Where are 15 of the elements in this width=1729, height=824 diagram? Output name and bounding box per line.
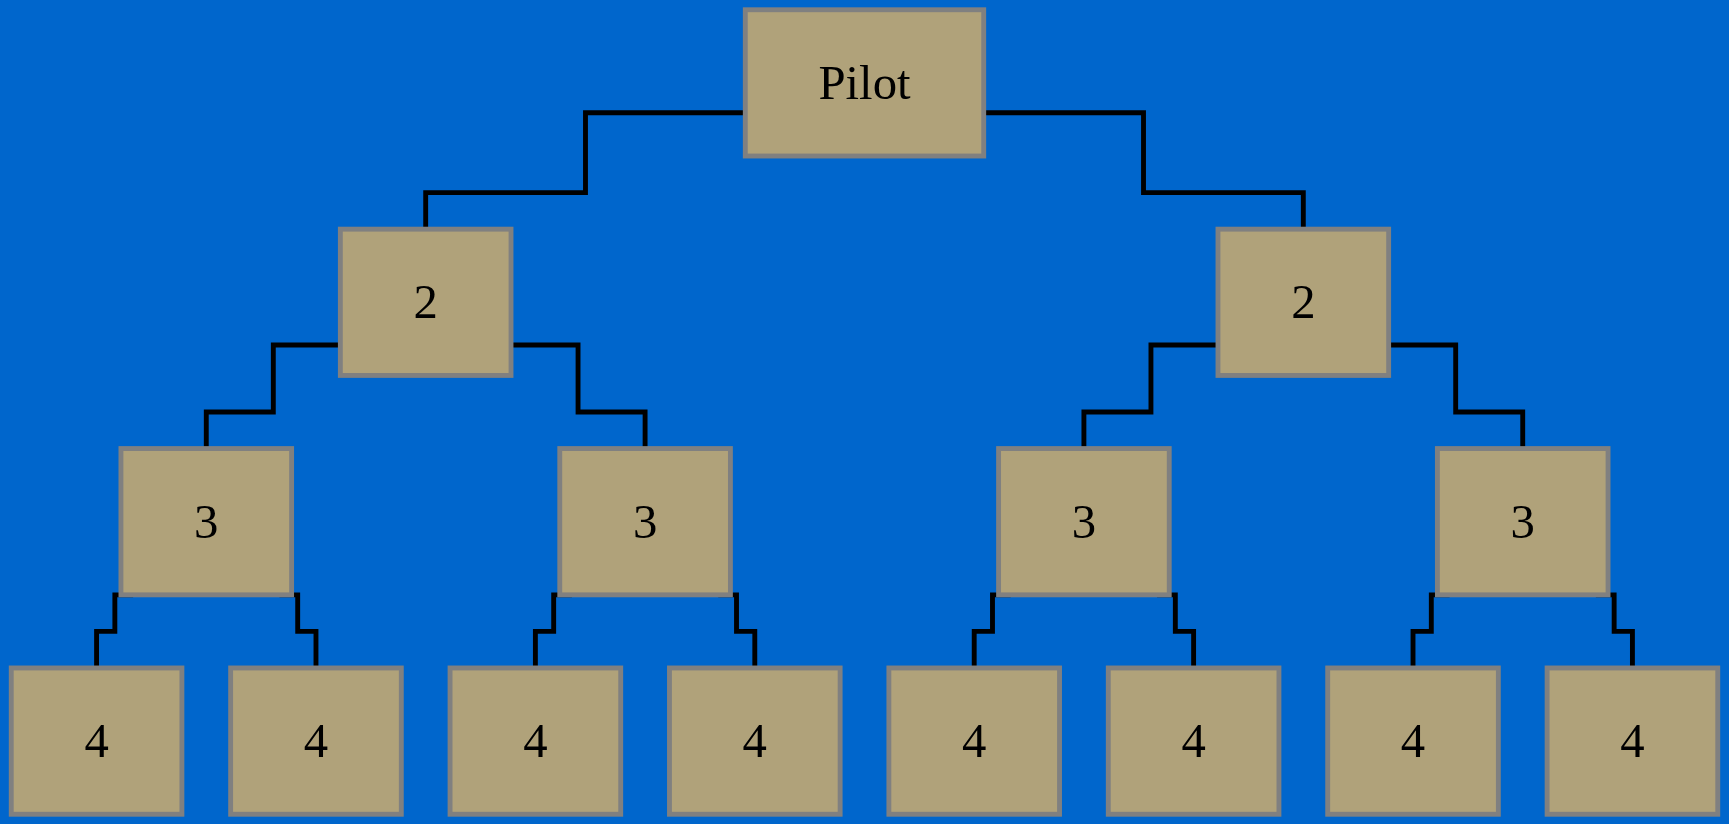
node-box: 4	[1325, 665, 1501, 817]
node-box: 3	[118, 446, 295, 598]
node-box: 4	[8, 665, 185, 817]
node-box: 4	[886, 665, 1062, 817]
node-box: 4	[228, 665, 404, 817]
node-box: 4	[667, 665, 843, 817]
node-box: 2	[337, 226, 514, 378]
node-box: 3	[557, 446, 733, 598]
node-box: 3	[996, 446, 1172, 598]
node-box: Pilot	[742, 7, 987, 159]
node-box: 3	[1434, 446, 1611, 598]
node-box: 4	[447, 665, 624, 817]
node-box: 2	[1215, 226, 1392, 378]
node-box: 4	[1544, 665, 1721, 817]
node-box: 4	[1105, 665, 1282, 817]
